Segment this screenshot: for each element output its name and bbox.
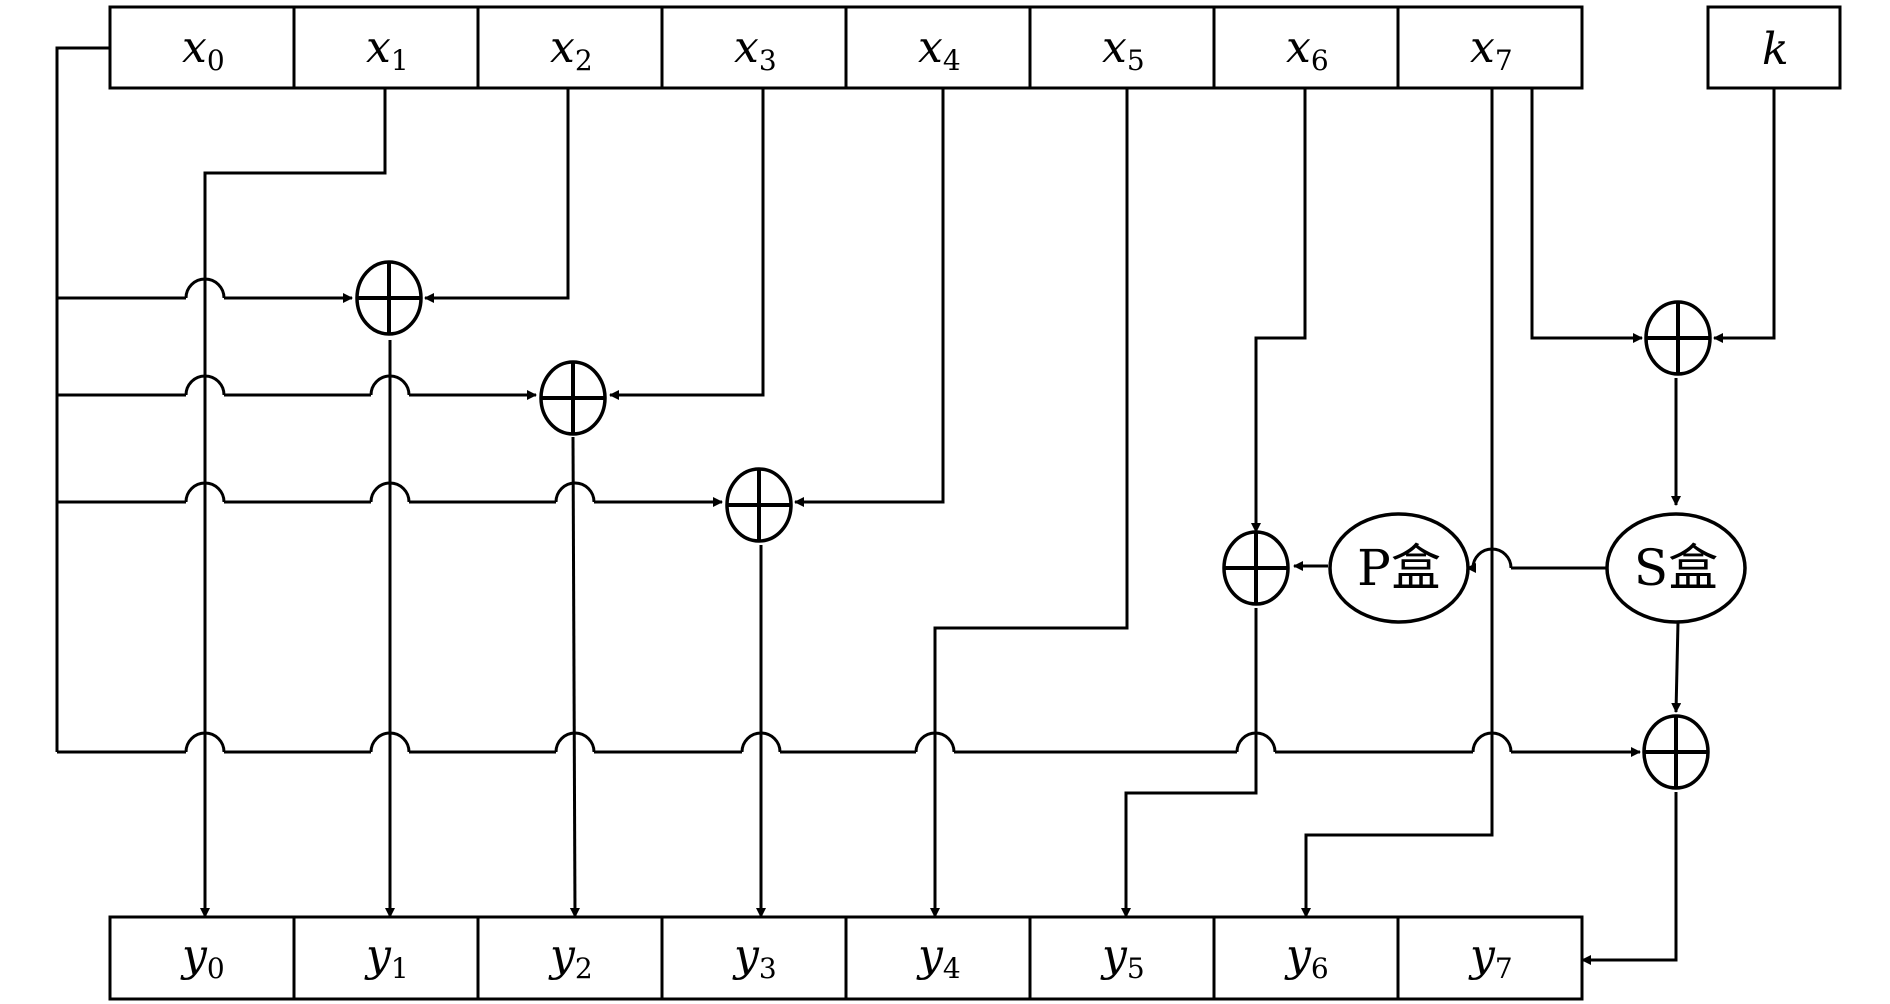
output-label-y0: y0: [180, 930, 225, 985]
wire-x7-to-y6: [1301, 88, 1494, 918]
xor-final: [1642, 714, 1710, 790]
wire-x6-to-xorD: [1251, 88, 1307, 533]
input-cell-x4: [844, 5, 1032, 90]
xor-d: [1222, 530, 1290, 606]
xor-c: [725, 467, 793, 543]
input-cell-x1: [292, 5, 480, 90]
wire-x3-to-xorB: [609, 88, 765, 400]
output-label-y7: y7: [1468, 930, 1513, 985]
output-label-y4: y4: [916, 930, 961, 985]
xor-a: [355, 260, 423, 336]
input-label-x7: x7: [1470, 22, 1513, 77]
output-label-y1: y1: [364, 930, 409, 985]
output-register: [108, 915, 1584, 1001]
wire-x7-to-xorK: [1530, 88, 1643, 343]
wire-xorF-to-y7: [1581, 792, 1678, 965]
output-cell-y0: [108, 915, 296, 1001]
xor-key: [1644, 300, 1712, 376]
output-cell-y3: [660, 915, 848, 1001]
xor-b: [539, 360, 607, 436]
s-box-ellipse: [1605, 512, 1747, 624]
key-label: k: [1762, 24, 1789, 75]
input-register: [108, 5, 1584, 90]
input-label-x1: x1: [366, 22, 409, 77]
input-cell-x2: [476, 5, 664, 90]
hop-rowC-3: [554, 481, 596, 503]
input-label-x4: x4: [918, 22, 961, 77]
input-label-x2: x2: [550, 22, 593, 77]
output-cell-y7: [1396, 915, 1584, 1001]
wire-x0-bus: [55, 46, 110, 752]
wire-x2-to-xorA: [424, 88, 570, 303]
input-label-x6: x6: [1286, 22, 1329, 77]
wire-key-to-xorK: [1713, 88, 1776, 343]
p-box-ellipse: [1328, 512, 1470, 624]
p-box-label: P盒: [1357, 539, 1441, 597]
p-box: P盒: [1328, 512, 1470, 624]
hop-sbox-pbox: [1471, 547, 1513, 569]
wire-sbox-to-xorF: [1671, 621, 1682, 713]
wire-x1-to-y0: [200, 88, 387, 918]
s-box: S盒: [1605, 512, 1747, 624]
input-cell-x5: [1028, 5, 1216, 90]
s-box-label: S盒: [1634, 539, 1718, 597]
output-label-y5: y5: [1100, 930, 1145, 985]
input-cell-x7: [1396, 5, 1584, 90]
output-cell-y2: [476, 915, 664, 1001]
input-label-x0: x0: [182, 22, 225, 77]
input-label-x3: x3: [734, 22, 777, 77]
wire-xorD-to-y5: [1121, 608, 1258, 918]
wire-x4-to-xorC: [794, 88, 945, 507]
wire-x5-to-y4: [930, 88, 1129, 918]
output-label-y2: y2: [548, 930, 593, 985]
output-label-y6: y6: [1284, 930, 1329, 985]
input-label-x5: x5: [1102, 22, 1145, 77]
output-label-y3: y3: [732, 930, 777, 985]
output-cell-y6: [1212, 915, 1400, 1001]
wire-xorB-to-y2: [569, 436, 580, 918]
